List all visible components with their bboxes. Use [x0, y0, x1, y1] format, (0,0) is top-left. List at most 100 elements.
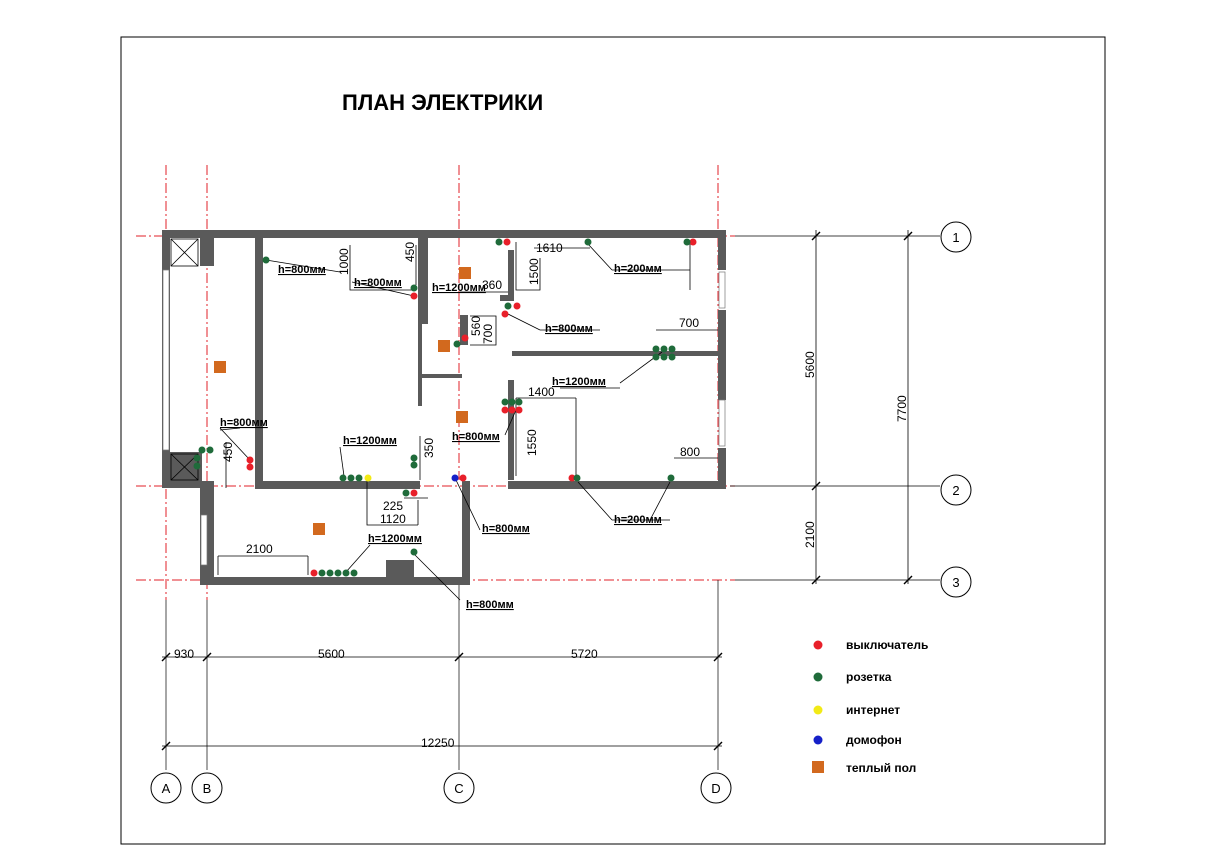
- switch-marker: [459, 474, 467, 482]
- dimension-text: 12250: [421, 736, 455, 750]
- socket-marker: [193, 462, 201, 470]
- legend-intercom-label: домофон: [846, 733, 902, 747]
- height-label: h=800мм: [466, 599, 514, 611]
- socket-marker: [339, 474, 347, 482]
- vent-shafts: [170, 238, 199, 481]
- dimension-text: 350: [422, 438, 436, 458]
- socket-marker: [410, 454, 418, 462]
- axis-label-c: C: [454, 781, 463, 796]
- legend: выключатель розетка интернет домофон теп…: [812, 638, 928, 775]
- socket-marker: [350, 569, 358, 577]
- switch-marker: [689, 238, 697, 246]
- height-label: h=800мм: [278, 264, 326, 276]
- interior-dimensions: 1000 450 1610 1500 360 560 700 700 1400 …: [221, 241, 700, 556]
- socket-marker: [515, 398, 523, 406]
- floor-heating-marker: [438, 340, 450, 352]
- dimension-text: 360: [482, 278, 502, 292]
- axis-bubble: [940, 474, 972, 506]
- socket-marker: [347, 474, 355, 482]
- legend-switch-swatch: [813, 640, 823, 650]
- socket-marker: [652, 353, 660, 361]
- dimension-text: 1400: [528, 385, 555, 399]
- legend-floor-heating-label: теплый пол: [846, 761, 916, 775]
- axis-bubble: [191, 772, 223, 804]
- switch-marker: [513, 302, 521, 310]
- switch-marker: [503, 238, 511, 246]
- axis-bubble: [150, 772, 182, 804]
- height-labels: h=800мм h=800мм h=1200мм h=200мм h=800мм…: [220, 263, 662, 611]
- socket-marker: [660, 345, 668, 353]
- socket-marker: [410, 284, 418, 292]
- socket-marker: [504, 302, 512, 310]
- socket-marker: [668, 353, 676, 361]
- switch-marker: [310, 569, 318, 577]
- axis-bubble: [700, 772, 732, 804]
- socket-marker: [402, 489, 410, 497]
- sockets: [193, 238, 691, 577]
- height-label: h=1200мм: [343, 435, 397, 447]
- axis-bubble: [443, 772, 475, 804]
- internet-marker: [364, 474, 372, 482]
- dimension-text: 930: [174, 647, 194, 661]
- dimension-text: 560: [469, 316, 483, 336]
- legend-floor-heating-swatch: [812, 761, 824, 773]
- dimension-text: 5720: [571, 647, 598, 661]
- height-label: h=800мм: [452, 431, 500, 443]
- dimension-text: 225: [383, 499, 403, 513]
- socket-marker: [262, 256, 270, 264]
- socket-marker: [206, 446, 214, 454]
- dimension-text: 7700: [895, 395, 909, 422]
- legend-switch-label: выключатель: [846, 638, 928, 652]
- legend-internet-label: интернет: [846, 703, 900, 717]
- socket-marker: [355, 474, 363, 482]
- socket-marker: [508, 398, 516, 406]
- legend-internet-swatch: [813, 705, 823, 715]
- floor-heating-marker: [313, 523, 325, 535]
- dimension-text: 1500: [527, 258, 541, 285]
- extension-lines: [165, 235, 940, 770]
- axis-label-a: A: [162, 781, 171, 796]
- dimension-text: 450: [403, 242, 417, 262]
- socket-marker: [198, 446, 206, 454]
- socket-marker: [584, 238, 592, 246]
- plan-title: ПЛАН ЭЛЕКТРИКИ: [342, 90, 543, 115]
- switch-marker: [508, 406, 516, 414]
- dimension-text: 5600: [318, 647, 345, 661]
- socket-marker: [318, 569, 326, 577]
- dimension-text: 450: [221, 442, 235, 462]
- height-label: h=1200мм: [552, 376, 606, 388]
- axis-bubbles: A B C D 1 2 3: [150, 221, 972, 804]
- outer-dimension-lines: [161, 230, 913, 751]
- switch-marker: [410, 292, 418, 300]
- socket-marker: [334, 569, 342, 577]
- height-label: h=1200мм: [432, 282, 486, 294]
- axis-bubble: [940, 566, 972, 598]
- switch-marker: [515, 406, 523, 414]
- legend-socket-swatch: [813, 672, 823, 682]
- switch-marker: [501, 406, 509, 414]
- axis-label-2: 2: [952, 483, 959, 498]
- height-label: h=800мм: [545, 323, 593, 335]
- axis-label-1: 1: [952, 230, 959, 245]
- height-label: h=800мм: [482, 523, 530, 535]
- outer-dimensions: 930 5600 5720 12250 5600 2100 7700: [174, 351, 909, 750]
- socket-marker: [495, 238, 503, 246]
- floor-heating-marker: [456, 411, 468, 423]
- socket-marker: [668, 345, 676, 353]
- dimension-text: 2100: [803, 521, 817, 548]
- dimension-text: 1550: [525, 429, 539, 456]
- socket-marker: [193, 454, 201, 462]
- socket-marker: [667, 474, 675, 482]
- dimension-text: 1120: [380, 512, 406, 526]
- socket-marker: [453, 340, 461, 348]
- legend-socket-label: розетка: [846, 670, 892, 684]
- axis-label-d: D: [711, 781, 720, 796]
- dimension-text: 700: [481, 324, 495, 344]
- socket-marker: [683, 238, 691, 246]
- socket-marker: [326, 569, 334, 577]
- dimension-text: 1000: [337, 248, 351, 275]
- windows: [162, 269, 726, 566]
- switch-marker: [501, 310, 509, 318]
- height-label: h=200мм: [614, 514, 662, 526]
- height-label: h=1200мм: [368, 533, 422, 545]
